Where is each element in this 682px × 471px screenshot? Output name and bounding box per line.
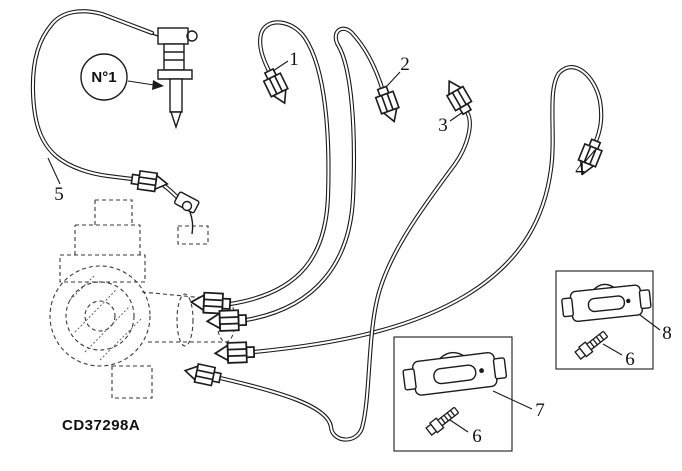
cylinder-1-badge-label: N°1 xyxy=(91,69,116,86)
callout-4: 4 xyxy=(575,159,585,180)
fuel-line-5-leakoff-pipe xyxy=(30,9,181,201)
callout-6: 6 xyxy=(472,426,482,447)
line-1-fitting xyxy=(259,66,294,108)
clamp-7 xyxy=(402,351,508,396)
callout-1: 1 xyxy=(289,49,299,70)
figure-code: CD37298A xyxy=(62,417,140,434)
line-2-fitting xyxy=(372,84,404,126)
callout-7: 7 xyxy=(535,400,545,421)
clamp-inset-box-1 xyxy=(393,336,513,452)
callout-2: 2 xyxy=(400,54,410,75)
pump-fitting-d xyxy=(182,360,223,388)
callout-6b: 6 xyxy=(625,349,635,370)
clamp-screw-6 xyxy=(424,404,461,437)
callout-5: 5 xyxy=(54,184,64,205)
injector-assembly xyxy=(151,27,198,130)
badge-arrowhead xyxy=(152,80,164,90)
fuel-line-4 xyxy=(251,65,604,355)
callout-8: 8 xyxy=(662,323,672,344)
clamp-8 xyxy=(561,283,652,323)
fuel-line-1 xyxy=(227,20,331,307)
pump-fitting-c xyxy=(214,341,256,365)
fuel-line-3 xyxy=(217,109,472,442)
line-5-fitting xyxy=(129,169,170,194)
callout-3: 3 xyxy=(438,115,448,136)
cylinder-1-badge: N°1 xyxy=(80,53,164,101)
line-3-fitting xyxy=(440,75,476,118)
callouts: 1 2 3 4 5 6 7 6 8 xyxy=(47,49,672,447)
clamp-inset-box-2 xyxy=(555,270,654,370)
injection-pump xyxy=(49,199,236,399)
fuel-line-2 xyxy=(243,26,385,323)
elbow-fitting xyxy=(174,191,200,235)
